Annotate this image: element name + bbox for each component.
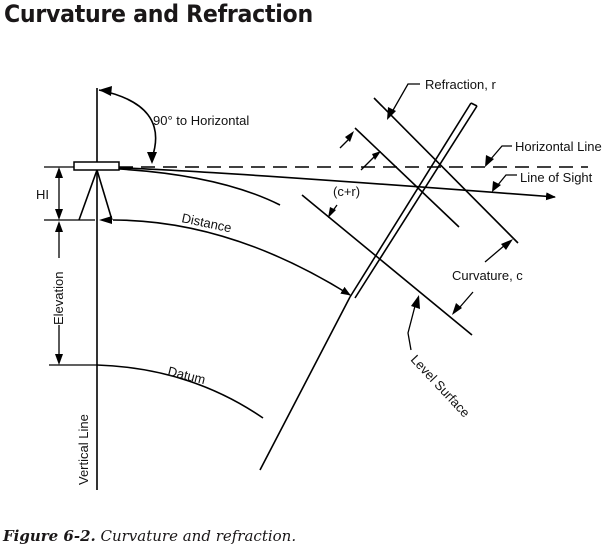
rod-right-edge bbox=[354, 105, 478, 299]
horizontal-line-label: Horizontal Line bbox=[515, 139, 602, 154]
refraction-arrow bbox=[387, 107, 396, 120]
distance-curve bbox=[112, 219, 351, 296]
datum-label: Datum bbox=[166, 363, 207, 387]
line-of-sight bbox=[118, 167, 556, 201]
cr-arrow-mid-stem bbox=[360, 156, 375, 171]
page-title: Curvature and Refraction bbox=[4, 0, 313, 28]
angle-arrow-bottom bbox=[147, 152, 157, 164]
cr-arrow-low bbox=[328, 207, 336, 218]
elevation-arrow-bottom bbox=[55, 354, 63, 365]
rod-left-edge bbox=[349, 102, 472, 298]
angle-arrow-top bbox=[99, 86, 112, 96]
tripod-leg-right bbox=[96, 169, 113, 221]
rod-top bbox=[470, 102, 478, 107]
angle-arc bbox=[98, 89, 157, 159]
level-surface-curve bbox=[118, 168, 281, 206]
curvature-arrow-lower-stem bbox=[459, 291, 474, 308]
level-instrument bbox=[73, 161, 120, 171]
vertical-line-label: Vertical Line bbox=[76, 414, 91, 485]
level-surface-label: Level Surface bbox=[408, 352, 473, 420]
curvature-arrow-upper-stem bbox=[484, 244, 506, 263]
refraction-label: Refraction, r bbox=[425, 77, 496, 92]
hi-arrow-top bbox=[55, 167, 63, 178]
datum-curve bbox=[96, 364, 264, 419]
line-of-sight-leader bbox=[496, 174, 517, 187]
c-plus-r-label: (c+r) bbox=[333, 184, 360, 199]
line-of-sight-arrow bbox=[492, 181, 501, 192]
figure-label: Figure 6-2. bbox=[3, 527, 96, 545]
angle-label: 90° to Horizontal bbox=[153, 113, 249, 128]
tripod-leg-left bbox=[78, 169, 98, 221]
curvature-arrow-upper bbox=[501, 239, 513, 250]
level-surface-leader bbox=[407, 305, 416, 351]
level-surface-tangent bbox=[301, 194, 473, 336]
refraction-upper-line bbox=[354, 127, 460, 228]
elevation-arrow-top bbox=[55, 221, 63, 232]
figure-caption: Figure 6-2. Curvature and refraction. bbox=[3, 527, 296, 545]
horizontal-line-arrow bbox=[485, 155, 494, 167]
curvature-arrow-lower bbox=[452, 303, 462, 315]
elevation-label: Elevation bbox=[51, 272, 66, 325]
hi-arrow-bottom bbox=[55, 209, 63, 220]
distance-arrow-left bbox=[99, 216, 112, 224]
hi-label: HI bbox=[36, 187, 49, 202]
refraction-leader bbox=[391, 83, 420, 113]
horizontal-line-leader bbox=[489, 145, 512, 161]
level-surface-arrow bbox=[411, 295, 420, 309]
cr-arrow-mid bbox=[372, 151, 381, 160]
refraction-top-line bbox=[373, 97, 519, 244]
distant-vertical-line bbox=[259, 296, 351, 471]
line-of-sight-label: Line of Sight bbox=[520, 170, 593, 185]
curvature-label: Curvature, c bbox=[452, 268, 523, 283]
cr-arrow-upper-stem bbox=[339, 139, 349, 149]
caption-text: Curvature and refraction. bbox=[95, 527, 297, 545]
cr-arrow-upper bbox=[345, 131, 354, 142]
